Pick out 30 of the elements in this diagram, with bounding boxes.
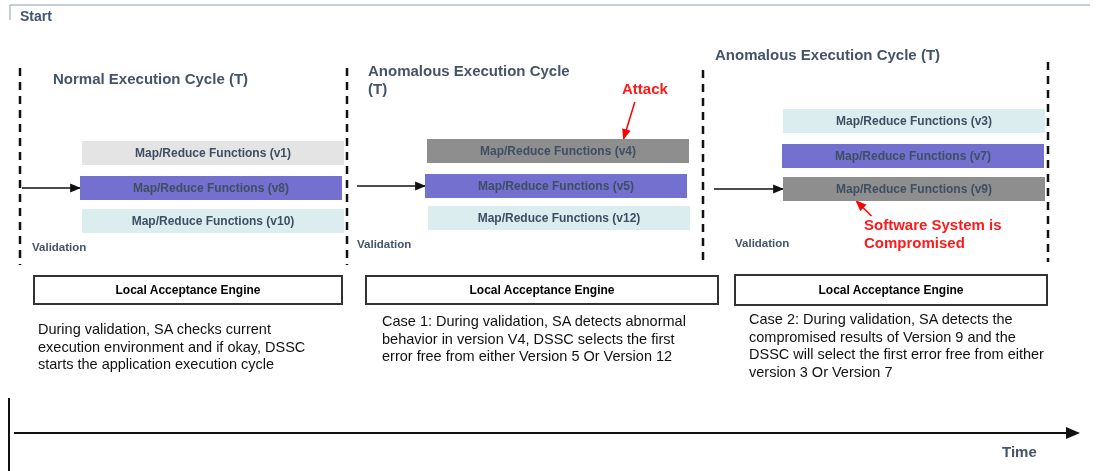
cycle-heading: Anomalous Execution Cycle (T) (715, 46, 942, 65)
function-bar: Map/Reduce Functions (v7) (782, 144, 1044, 168)
description-text: During validation, SA checks current execution environment and if okay, DSSC starts the application execution cycle (38, 321, 307, 375)
validation-label: Validation (357, 237, 413, 252)
time-label: Time (1002, 443, 1038, 462)
description-text: Case 1: During validation, SA detects abnormal behavior in version V4, DSSC selects the first error free from either Version 5 Or Version 12 (382, 313, 687, 367)
engine-box: Local Acceptance Engine (33, 275, 343, 305)
description-text: Case 2: During validation, SA detects the compromised results of Version 9 and the DSSC will select the first error free from either version 3 Or Version 7 (749, 311, 1045, 382)
validation-label: Validation (735, 236, 791, 251)
validation-label: Validation (32, 240, 88, 255)
arrow (622, 101, 636, 141)
arrow (21, 183, 82, 193)
function-bar: Map/Reduce Functions (v1) (82, 141, 344, 165)
cycle-heading: Normal Execution Cycle (T) (53, 70, 250, 89)
function-bar: Map/Reduce Functions (v3) (783, 109, 1045, 133)
cycle-heading: Anomalous Execution Cycle (T) (368, 62, 571, 99)
function-bar: Map/Reduce Functions (v4) (427, 139, 689, 163)
function-bar: Map/Reduce Functions (v12) (428, 206, 690, 230)
callout-text: Attack (622, 80, 686, 102)
arrow (855, 200, 873, 217)
engine-box: Local Acceptance Engine (365, 275, 719, 305)
function-bar: Map/Reduce Functions (v10) (82, 209, 344, 233)
start-label: Start (20, 8, 53, 26)
arrow (713, 184, 785, 194)
function-bar: Map/Reduce Functions (v8) (80, 176, 342, 200)
function-bar: Map/Reduce Functions (v9) (783, 177, 1045, 201)
function-bar: Map/Reduce Functions (v5) (425, 174, 687, 198)
callout-text: Software System is Compromised (864, 216, 1014, 254)
arrow (356, 181, 427, 191)
engine-box: Local Acceptance Engine (734, 274, 1048, 306)
